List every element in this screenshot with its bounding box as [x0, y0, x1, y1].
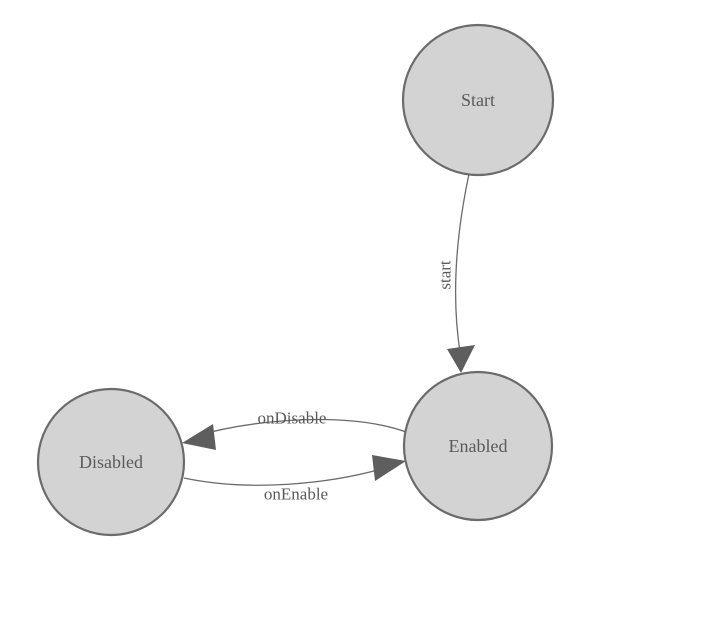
edge-label-start: start: [436, 260, 455, 290]
edge-enabled-to-disabled-path: [194, 418, 407, 437]
edge-disabled-to-enabled[interactable]: onEnable: [183, 455, 406, 504]
arrowhead-into-enabled-left: [372, 455, 406, 481]
node-enabled[interactable]: Enabled: [402, 370, 554, 522]
node-disabled-circle: [36, 387, 186, 537]
edge-enabled-to-disabled[interactable]: onDisable: [182, 409, 407, 451]
edge-label-onenable: onEnable: [264, 485, 328, 504]
edge-start-to-enabled-path: [454, 173, 470, 353]
node-disabled[interactable]: Disabled: [36, 387, 186, 537]
edge-start-to-enabled[interactable]: start: [436, 173, 476, 373]
edge-label-ondisable: onDisable: [258, 409, 327, 428]
node-start-label: Start: [461, 90, 495, 110]
node-enabled-circle: [402, 370, 554, 522]
arrowhead-into-enabled-top: [447, 345, 475, 373]
node-enabled-label: Enabled: [449, 436, 508, 456]
node-disabled-label: Disabled: [79, 452, 143, 472]
edge-disabled-to-enabled-path: [183, 467, 386, 486]
node-start-circle: [401, 23, 555, 177]
arrowhead-into-disabled: [182, 424, 216, 450]
node-start[interactable]: Start: [401, 23, 555, 177]
